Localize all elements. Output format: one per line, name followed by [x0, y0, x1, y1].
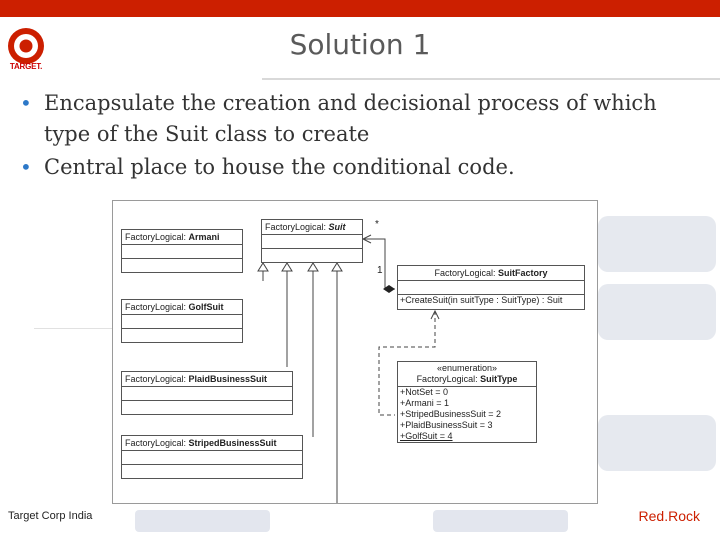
enum-value: +NotSet = 0	[400, 387, 449, 397]
class-compartment	[398, 281, 584, 295]
dependency-arrow	[430, 309, 440, 320]
bullet-marker: •	[20, 155, 32, 179]
slide-title: Solution 1	[289, 28, 431, 61]
deco-line	[34, 328, 114, 329]
inheritance-arrow	[281, 262, 293, 272]
logo-wordmark: TARGET.	[9, 62, 43, 71]
class-name: PlaidBusinessSuit	[188, 374, 268, 384]
class-namespace: FactoryLogical:	[265, 222, 329, 232]
class-armani: FactoryLogical: Armani	[121, 229, 243, 273]
class-name: Suit	[328, 222, 346, 232]
class-compartment	[262, 235, 362, 249]
deco-shape	[598, 216, 716, 272]
class-name: GolfSuit	[188, 302, 224, 312]
class-name: Armani	[188, 232, 220, 242]
class-compartment	[262, 249, 362, 262]
enum-stereotype: «enumeration»	[436, 363, 498, 373]
inheritance-arrow	[257, 262, 269, 272]
title-divider	[262, 78, 720, 80]
navigation-arrow	[361, 234, 372, 244]
enum-value: +Armani = 1	[400, 398, 450, 408]
bullet-item: • Encapsulate the creation and decisiona…	[20, 88, 700, 150]
class-compartment	[122, 387, 292, 401]
association-line	[363, 238, 395, 290]
class-namespace: FactoryLogical:	[434, 268, 498, 278]
class-name: StripedBusinessSuit	[188, 438, 277, 448]
uml-connectors	[257, 234, 440, 503]
class-name: SuitFactory	[498, 268, 548, 278]
deco-shape	[433, 510, 568, 532]
class-compartment	[122, 465, 302, 478]
uml-class-diagram: FactoryLogical: Armani FactoryLogical: G…	[112, 200, 598, 504]
deco-shape	[135, 510, 270, 532]
bullet-text: Central place to house the conditional c…	[44, 155, 515, 179]
deco-shape	[598, 415, 716, 471]
class-compartment	[122, 451, 302, 465]
bullet-item: • Central place to house the conditional…	[20, 152, 700, 183]
class-suit: FactoryLogical: Suit	[261, 219, 363, 263]
multiplicity-one: 1	[377, 265, 383, 276]
dependency-line	[378, 311, 436, 416]
deco-shape	[598, 284, 716, 340]
class-namespace: FactoryLogical:	[125, 232, 189, 242]
class-stripedbusinesssuit: FactoryLogical: StripedBusinessSuit	[121, 435, 303, 479]
class-golfsuit: FactoryLogical: GolfSuit	[121, 299, 243, 343]
multiplicity-many: *	[375, 219, 379, 230]
class-compartment	[122, 315, 242, 329]
class-name: SuitType	[480, 374, 518, 384]
class-plaidbusinesssuit: FactoryLogical: PlaidBusinessSuit	[121, 371, 293, 415]
class-namespace: FactoryLogical:	[125, 438, 189, 448]
class-namespace: FactoryLogical:	[125, 374, 189, 384]
enum-value: +PlaidBusinessSuit = 3	[400, 420, 493, 430]
inheritance-arrow	[307, 262, 319, 272]
class-namespace: FactoryLogical:	[125, 302, 189, 312]
enum-value: +StripedBusinessSuit = 2	[400, 409, 502, 419]
bullet-text: Encapsulate the creation and decisional …	[44, 91, 657, 146]
inheritance-arrow	[331, 262, 343, 272]
target-logo-icon	[8, 28, 44, 64]
class-namespace: FactoryLogical:	[416, 374, 481, 384]
bullet-list: • Encapsulate the creation and decisiona…	[20, 88, 700, 185]
class-compartment	[122, 329, 242, 342]
class-method: +CreateSuit(in suitType : SuitType) : Su…	[400, 295, 563, 305]
footer-company: Target Corp India	[8, 510, 93, 522]
enum-value: +GolfSuit = 4	[400, 431, 453, 441]
class-compartment	[122, 259, 242, 272]
bullet-marker: •	[20, 91, 32, 115]
footer-brand: Red.Rock	[638, 508, 700, 524]
enum-suittype: «enumeration» FactoryLogical: SuitType +…	[397, 361, 537, 443]
aggregation-diamond	[383, 285, 395, 293]
top-red-bar	[0, 0, 720, 17]
class-compartment	[122, 401, 292, 414]
class-suitfactory: FactoryLogical: SuitFactory +CreateSuit(…	[397, 265, 585, 310]
class-compartment	[122, 245, 242, 259]
